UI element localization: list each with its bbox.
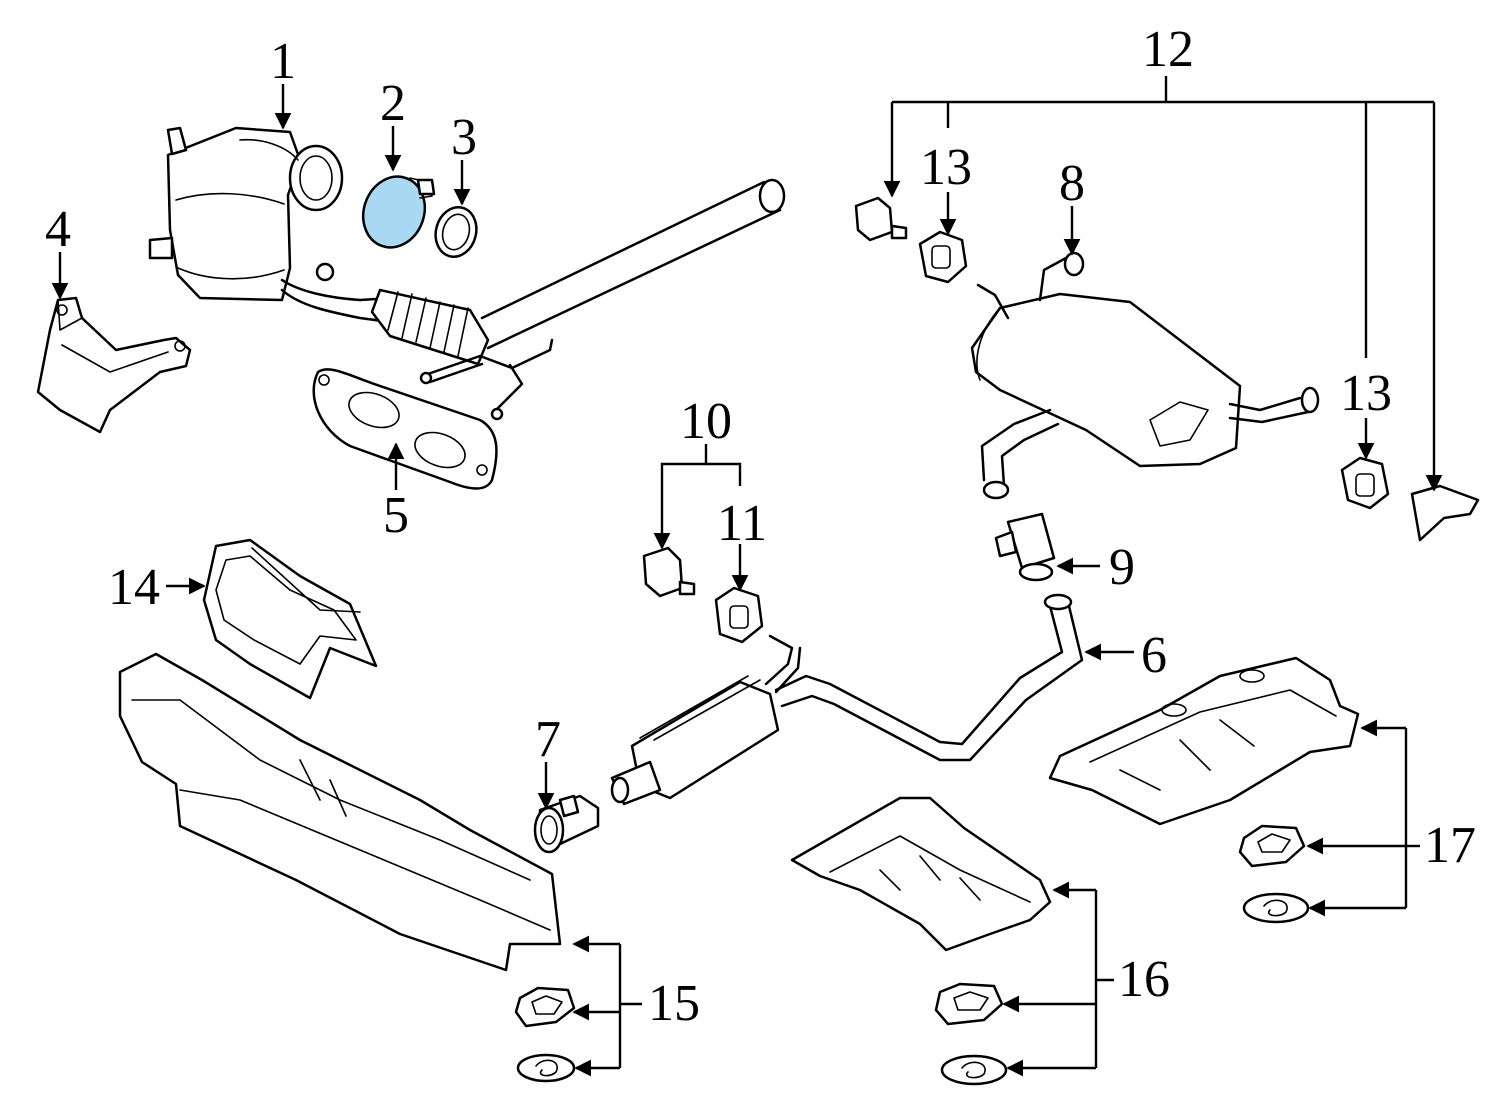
callout-1[interactable]: 1 — [270, 33, 296, 90]
callout-15[interactable]: 15 — [648, 975, 700, 1032]
rear-muffler-part[interactable] — [970, 251, 1320, 500]
upper-heat-shield-part[interactable] — [202, 538, 378, 700]
callout-13-right[interactable]: 13 — [1340, 365, 1392, 422]
leader-lines — [51, 76, 1443, 1077]
middle-heat-shield-part[interactable] — [790, 796, 1052, 952]
callout-17[interactable]: 17 — [1424, 817, 1476, 874]
callout-7[interactable]: 7 — [535, 711, 561, 768]
hanger-bracket-part[interactable] — [854, 196, 908, 242]
callout-8[interactable]: 8 — [1059, 155, 1085, 212]
rubber-hanger-part[interactable] — [918, 230, 968, 284]
callout-5[interactable]: 5 — [383, 487, 409, 544]
exhaust-clamp-part[interactable] — [353, 168, 436, 256]
callout-2[interactable]: 2 — [380, 75, 406, 132]
retainer-clip-part[interactable] — [1242, 892, 1310, 924]
retainer-clip-part[interactable] — [516, 1053, 576, 1083]
rubber-hanger-part[interactable] — [1340, 456, 1390, 510]
intermediate-pipe-part[interactable] — [610, 593, 1084, 806]
callout-3[interactable]: 3 — [451, 109, 477, 166]
rear-clamp-part[interactable] — [994, 512, 1056, 582]
hanger-bracket-part[interactable] — [1410, 484, 1480, 542]
heat-shield-bracket-part[interactable] — [36, 296, 192, 434]
retainer-nut-part[interactable] — [514, 986, 576, 1028]
callout-16[interactable]: 16 — [1118, 951, 1170, 1008]
retainer-nut-part[interactable] — [1238, 824, 1306, 868]
callout-13-left[interactable]: 13 — [920, 139, 972, 196]
callout-11[interactable]: 11 — [717, 495, 767, 552]
callout-10[interactable]: 10 — [680, 393, 732, 450]
callout-12[interactable]: 12 — [1142, 21, 1194, 78]
callout-labels: 1 2 3 4 5 6 7 8 9 10 11 12 13 13 14 15 1… — [45, 21, 1476, 1032]
front-clamp-part[interactable] — [533, 794, 600, 854]
callout-6[interactable]: 6 — [1141, 627, 1167, 684]
center-rubber-hanger-part[interactable] — [714, 586, 764, 644]
callout-14[interactable]: 14 — [108, 559, 160, 616]
catalytic-converter-part[interactable] — [148, 126, 786, 421]
rear-heat-shield-part[interactable] — [1048, 656, 1360, 826]
callout-4[interactable]: 4 — [45, 201, 71, 258]
retainer-nut-part[interactable] — [934, 982, 1004, 1026]
retainer-clip-part[interactable] — [940, 1054, 1008, 1086]
gasket-ring-part[interactable] — [430, 203, 482, 262]
center-hanger-bracket-part[interactable] — [642, 546, 696, 598]
main-heat-shield-part[interactable] — [118, 652, 562, 972]
flange-gasket-part[interactable] — [312, 368, 498, 490]
callout-9[interactable]: 9 — [1109, 539, 1135, 596]
